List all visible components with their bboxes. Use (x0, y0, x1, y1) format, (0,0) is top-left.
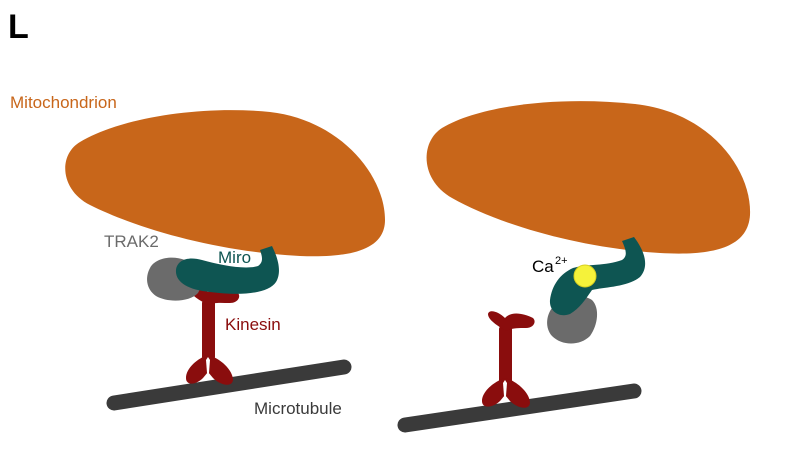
right-detached-state: Ca 2+ (397, 101, 751, 433)
miro-right (549, 237, 646, 316)
kinesin-heads-left (186, 355, 233, 385)
kinesin-heads-gap-left (206, 357, 210, 373)
kinesin-stalk-left (202, 300, 215, 360)
microtubule-right (397, 383, 642, 433)
kinesin-tail-right (488, 311, 535, 331)
miro-left (175, 246, 279, 294)
kinesin-heads-gap-right (503, 380, 507, 396)
calcium-ion (573, 264, 597, 288)
kinesin-stalk-right (499, 326, 512, 384)
label-calcium: Ca (532, 257, 554, 276)
label-trak2: TRAK2 (104, 232, 159, 251)
mitochondrion-right (426, 101, 751, 254)
left-attached-state: Mitochondrion TRAK2 Miro Kinesin Microtu… (10, 93, 385, 418)
label-kinesin: Kinesin (225, 315, 281, 334)
label-mitochondrion: Mitochondrion (10, 93, 117, 112)
mitochondrion-left (65, 110, 385, 257)
label-calcium-charge: 2+ (555, 255, 568, 267)
label-miro: Miro (218, 248, 251, 267)
label-microtubule: Microtubule (254, 399, 342, 418)
panel-letter: L (8, 8, 29, 46)
microtubule-left (106, 359, 352, 411)
